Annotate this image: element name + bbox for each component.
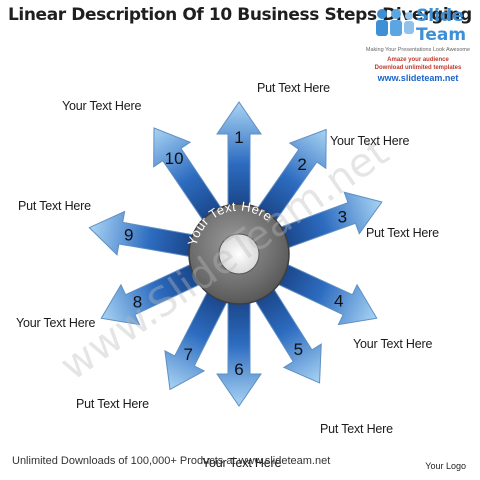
step-4-label: Your Text Here (353, 337, 433, 351)
slideteam-logo: Slide Team Making Your Presentations Loo… (364, 4, 472, 84)
logo-promo-line1: Amaze your audience (387, 57, 449, 63)
step-3-arrow (272, 191, 383, 252)
step-8-number: 8 (133, 292, 142, 311)
step-7-arrow (164, 283, 232, 391)
logo-brand-line2: Team (416, 25, 467, 45)
step-3-number: 3 (338, 207, 347, 226)
step-numbers: 1 2 3 4 5 6 7 8 9 10 (124, 128, 347, 379)
logo-promo-line2: Download unlimited templates (374, 65, 462, 71)
logo-brand-line1: Slide (416, 6, 464, 26)
step-1-number: 1 (234, 128, 243, 147)
step-2-arrow (252, 128, 327, 229)
logo-tagline: Making Your Presentations Look Awesome (365, 47, 471, 53)
step-8-label: Your Text Here (16, 316, 96, 330)
step-6-arrow (216, 293, 262, 407)
step-1-label: Put Text Here (257, 81, 330, 95)
step-2-label: Your Text Here (330, 134, 410, 148)
step-8-arrow (100, 260, 209, 326)
page-title: Linear Description Of 10 Business Steps … (8, 5, 472, 25)
step-1-arrow (216, 101, 262, 215)
step-10-label: Your Text Here (62, 99, 142, 113)
logo-url: www.slideteam.net (377, 73, 459, 83)
step-4-number: 4 (334, 292, 343, 311)
step-9-arrow (88, 210, 203, 259)
arrows-group (88, 101, 383, 407)
step-10-arrow (153, 127, 227, 228)
step-6-label: Your Text Here (202, 456, 282, 470)
step-7-label: Put Text Here (76, 397, 149, 411)
step-9-label: Put Text Here (18, 199, 91, 213)
step-5-number: 5 (294, 340, 303, 359)
step-3-label: Put Text Here (366, 226, 439, 240)
step-9-number: 9 (124, 226, 133, 245)
center-ring (188, 203, 290, 305)
step-10-number: 10 (165, 149, 184, 168)
step-4-arrow (269, 260, 378, 326)
step-2-number: 2 (297, 155, 306, 174)
people-icon (376, 9, 414, 36)
step-7-number: 7 (183, 345, 192, 364)
footer-text: Unlimited Downloads of 100,000+ Products… (12, 455, 331, 467)
watermark: www.SlideTeam.net (52, 129, 397, 390)
step-5-arrow (250, 281, 322, 384)
step-5-label: Put Text Here (320, 422, 393, 436)
footer-logo-placeholder: Your Logo (425, 461, 466, 471)
step-6-number: 6 (234, 360, 243, 379)
